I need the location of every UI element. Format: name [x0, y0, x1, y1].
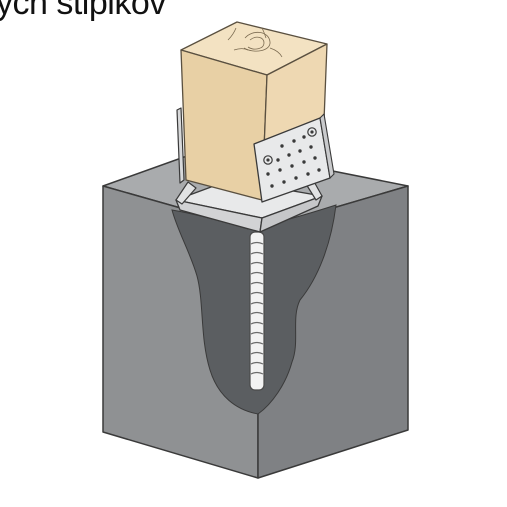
steel-base-plate [175, 177, 323, 233]
rebar-ribs [250, 241, 264, 375]
side-plate-edge [319, 113, 335, 179]
left-side-flange [176, 107, 185, 184]
caption-text: ych stĺpikov [0, 0, 166, 22]
post-left-face [180, 49, 268, 201]
perforated-side-plate [253, 113, 335, 203]
post-end-grain [227, 27, 283, 58]
base-plate-tab-left [175, 181, 197, 205]
base-plate-front-right [259, 195, 323, 233]
rebar [249, 231, 265, 391]
side-plate-holes [263, 127, 321, 188]
rebar-rod [249, 231, 265, 391]
